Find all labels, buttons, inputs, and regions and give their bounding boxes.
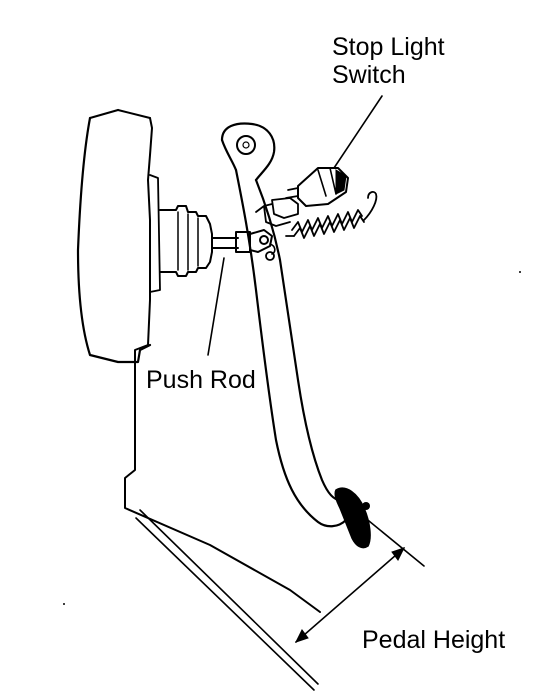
pedal-pad xyxy=(334,487,371,549)
pedal-arm xyxy=(220,122,348,528)
pedal-height-dimension xyxy=(295,511,425,643)
pedal-height-label: Pedal Height xyxy=(362,626,506,654)
dimension-arrow-top xyxy=(391,547,405,561)
push-rod xyxy=(211,229,276,261)
pedal-height-extension-line xyxy=(357,511,425,567)
stop-light-leader xyxy=(333,95,383,169)
push-rod-leader xyxy=(207,257,225,356)
pedal-height-dimension-line xyxy=(295,547,405,643)
stop-light-switch xyxy=(255,167,349,227)
firewall-outline xyxy=(117,109,321,613)
return-spring xyxy=(285,191,378,239)
booster-boot xyxy=(159,205,213,277)
dimension-arrow-bottom xyxy=(295,629,309,643)
brake-booster xyxy=(76,108,161,364)
stop-light-switch-label: Stop Light Switch xyxy=(332,33,445,89)
stop-light-switch-label-line2: Switch xyxy=(332,61,406,89)
speck xyxy=(519,271,521,273)
leader-lines xyxy=(207,95,383,356)
push-rod-label: Push Rod xyxy=(146,366,256,394)
stop-light-switch-label-line1: Stop Light xyxy=(332,33,445,61)
floor-line xyxy=(135,509,319,691)
speck xyxy=(63,603,65,605)
